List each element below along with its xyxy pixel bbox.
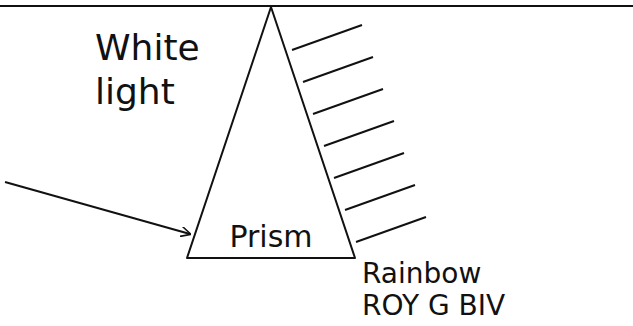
rainbow-rays bbox=[292, 25, 426, 242]
prism-label: Prism bbox=[229, 220, 312, 260]
prism-triangle: Prism bbox=[185, 6, 357, 260]
light-label: White light bbox=[95, 26, 235, 114]
rainbow-label: ROY G BIV bbox=[362, 290, 562, 322]
light-ray-arrow bbox=[5, 182, 190, 234]
rainbow-label: Rainbow bbox=[362, 258, 562, 290]
top-edge-line bbox=[0, 5, 633, 7]
